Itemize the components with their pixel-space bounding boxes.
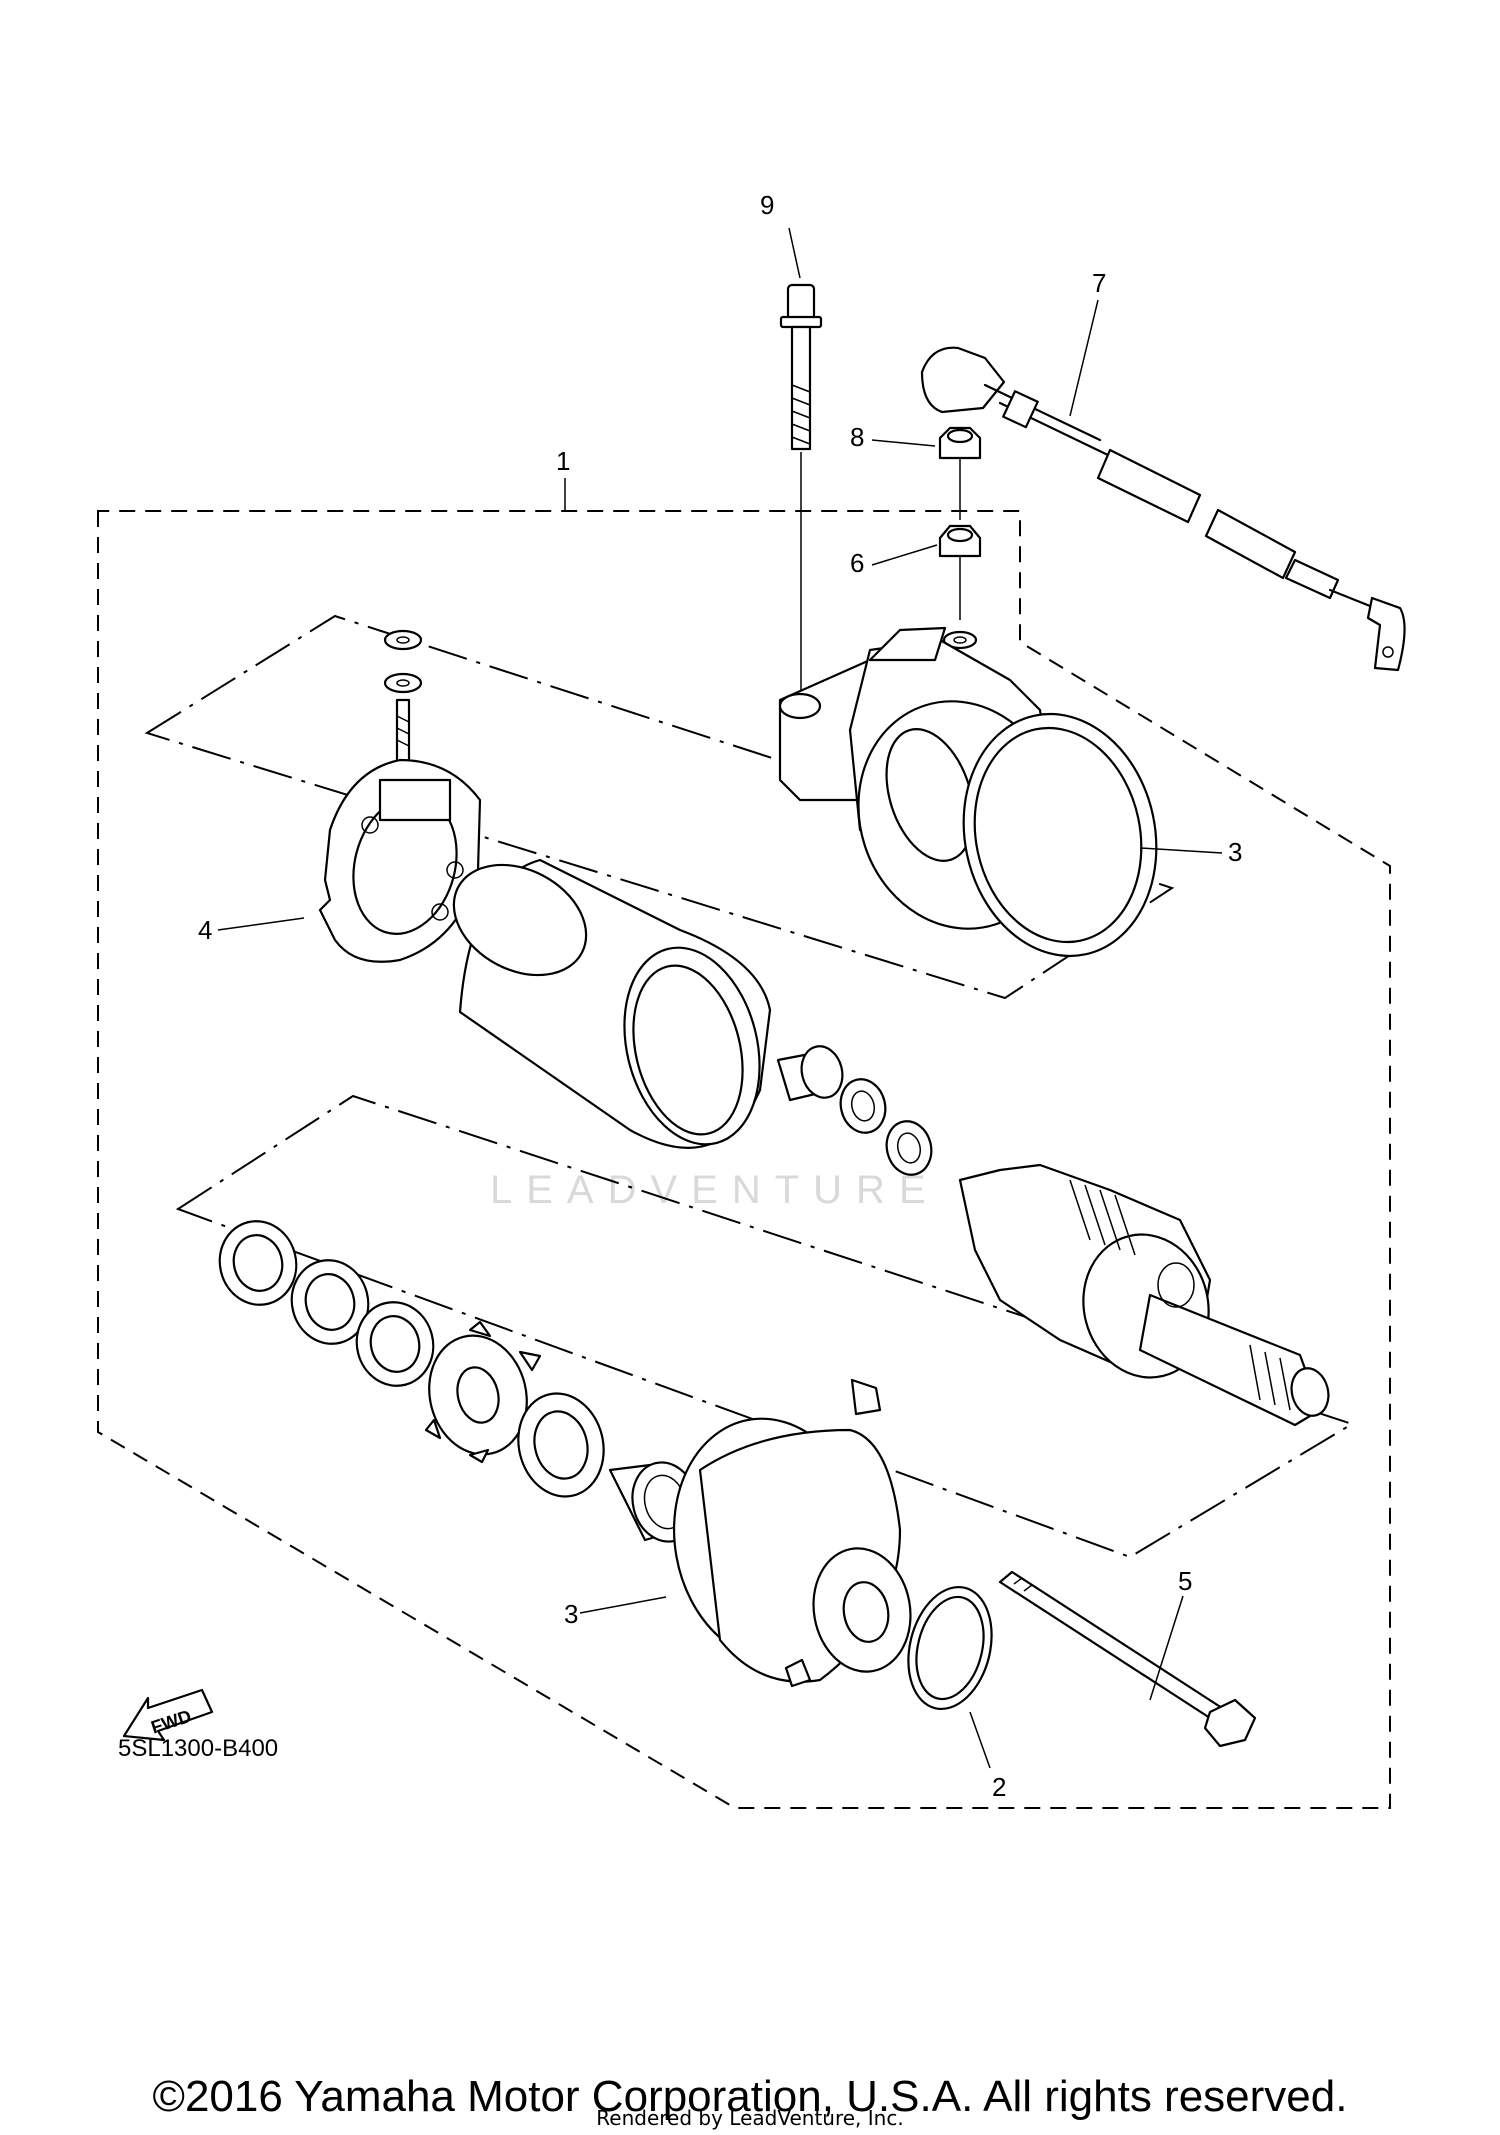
washer-small: [942, 630, 978, 650]
callout-8: 8: [850, 422, 864, 452]
through-bolt-5: [998, 1570, 1257, 1748]
callout-9: 9: [760, 190, 774, 220]
lock-washer: [424, 1320, 542, 1464]
o-ring-2: [907, 1585, 993, 1711]
brush-holder-4: [318, 629, 482, 963]
watermark-text: LEADVENTURE: [490, 1168, 940, 1212]
fwd-arrow-icon: FWD: [122, 1688, 214, 1742]
bushing-and-washers: [776, 1045, 933, 1176]
upper-exploded-plane: [144, 614, 1175, 1000]
diagram-code: 5SL1300-B400: [118, 1735, 279, 1762]
callout-3-rear: 3: [1228, 837, 1242, 867]
rendered-by-credit: Rendered by LeadVenture, Inc.: [596, 2106, 904, 2130]
assembly-boundary: [97, 510, 1391, 1809]
front-cover: [672, 1378, 912, 1688]
armature: [958, 1163, 1330, 1427]
nut-8: [938, 426, 982, 520]
callout-4: 4: [198, 915, 212, 945]
callout-6: 6: [850, 548, 864, 578]
oil-seal: [517, 1392, 605, 1498]
callout-3-front: 3: [564, 1599, 578, 1629]
callout-5: 5: [1178, 1566, 1192, 1596]
callout-1: 1: [556, 446, 570, 476]
o-ring-upper: [962, 712, 1158, 958]
copyright-notice: ©2016 Yamaha Motor Corporation, U.S.A. A…: [152, 2072, 1348, 2121]
callout-7: 7: [1092, 268, 1106, 298]
callout-2: 2: [992, 1772, 1006, 1802]
shims-row: [218, 1220, 435, 1387]
nut-6: [938, 524, 982, 620]
yoke-housing: [452, 858, 772, 1149]
lead-wire-7: [920, 346, 1406, 672]
bolt-9: [779, 283, 823, 690]
